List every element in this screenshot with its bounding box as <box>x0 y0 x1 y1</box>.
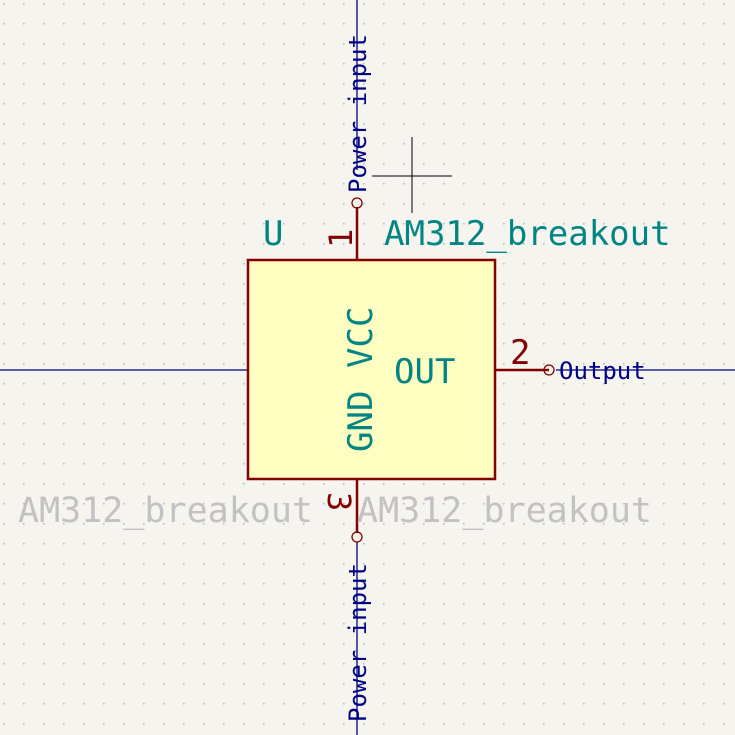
pin-1-endpoint[interactable] <box>351 197 363 209</box>
pin-2-name: OUT <box>394 352 455 392</box>
pin-3-name: GND <box>341 391 381 452</box>
value-field[interactable]: AM312_breakout <box>384 214 671 254</box>
hidden-field-datasheet[interactable]: AM312_breakout <box>357 491 652 531</box>
net-label-right[interactable]: Output <box>559 357 646 385</box>
pin-2-endpoint[interactable] <box>543 364 555 376</box>
net-label-top[interactable]: Power input <box>344 34 372 193</box>
pin-3-number: 3 <box>320 492 358 511</box>
pin-2-number: 2 <box>510 333 530 373</box>
pin-1-number: 1 <box>322 229 360 248</box>
pin-1-name: VCC <box>341 307 381 368</box>
net-label-bottom[interactable]: Power input <box>344 563 372 722</box>
pin-3-endpoint[interactable] <box>351 531 363 543</box>
reference-designator[interactable]: U <box>263 214 283 254</box>
hidden-field-footprint[interactable]: AM312_breakout <box>18 491 313 531</box>
